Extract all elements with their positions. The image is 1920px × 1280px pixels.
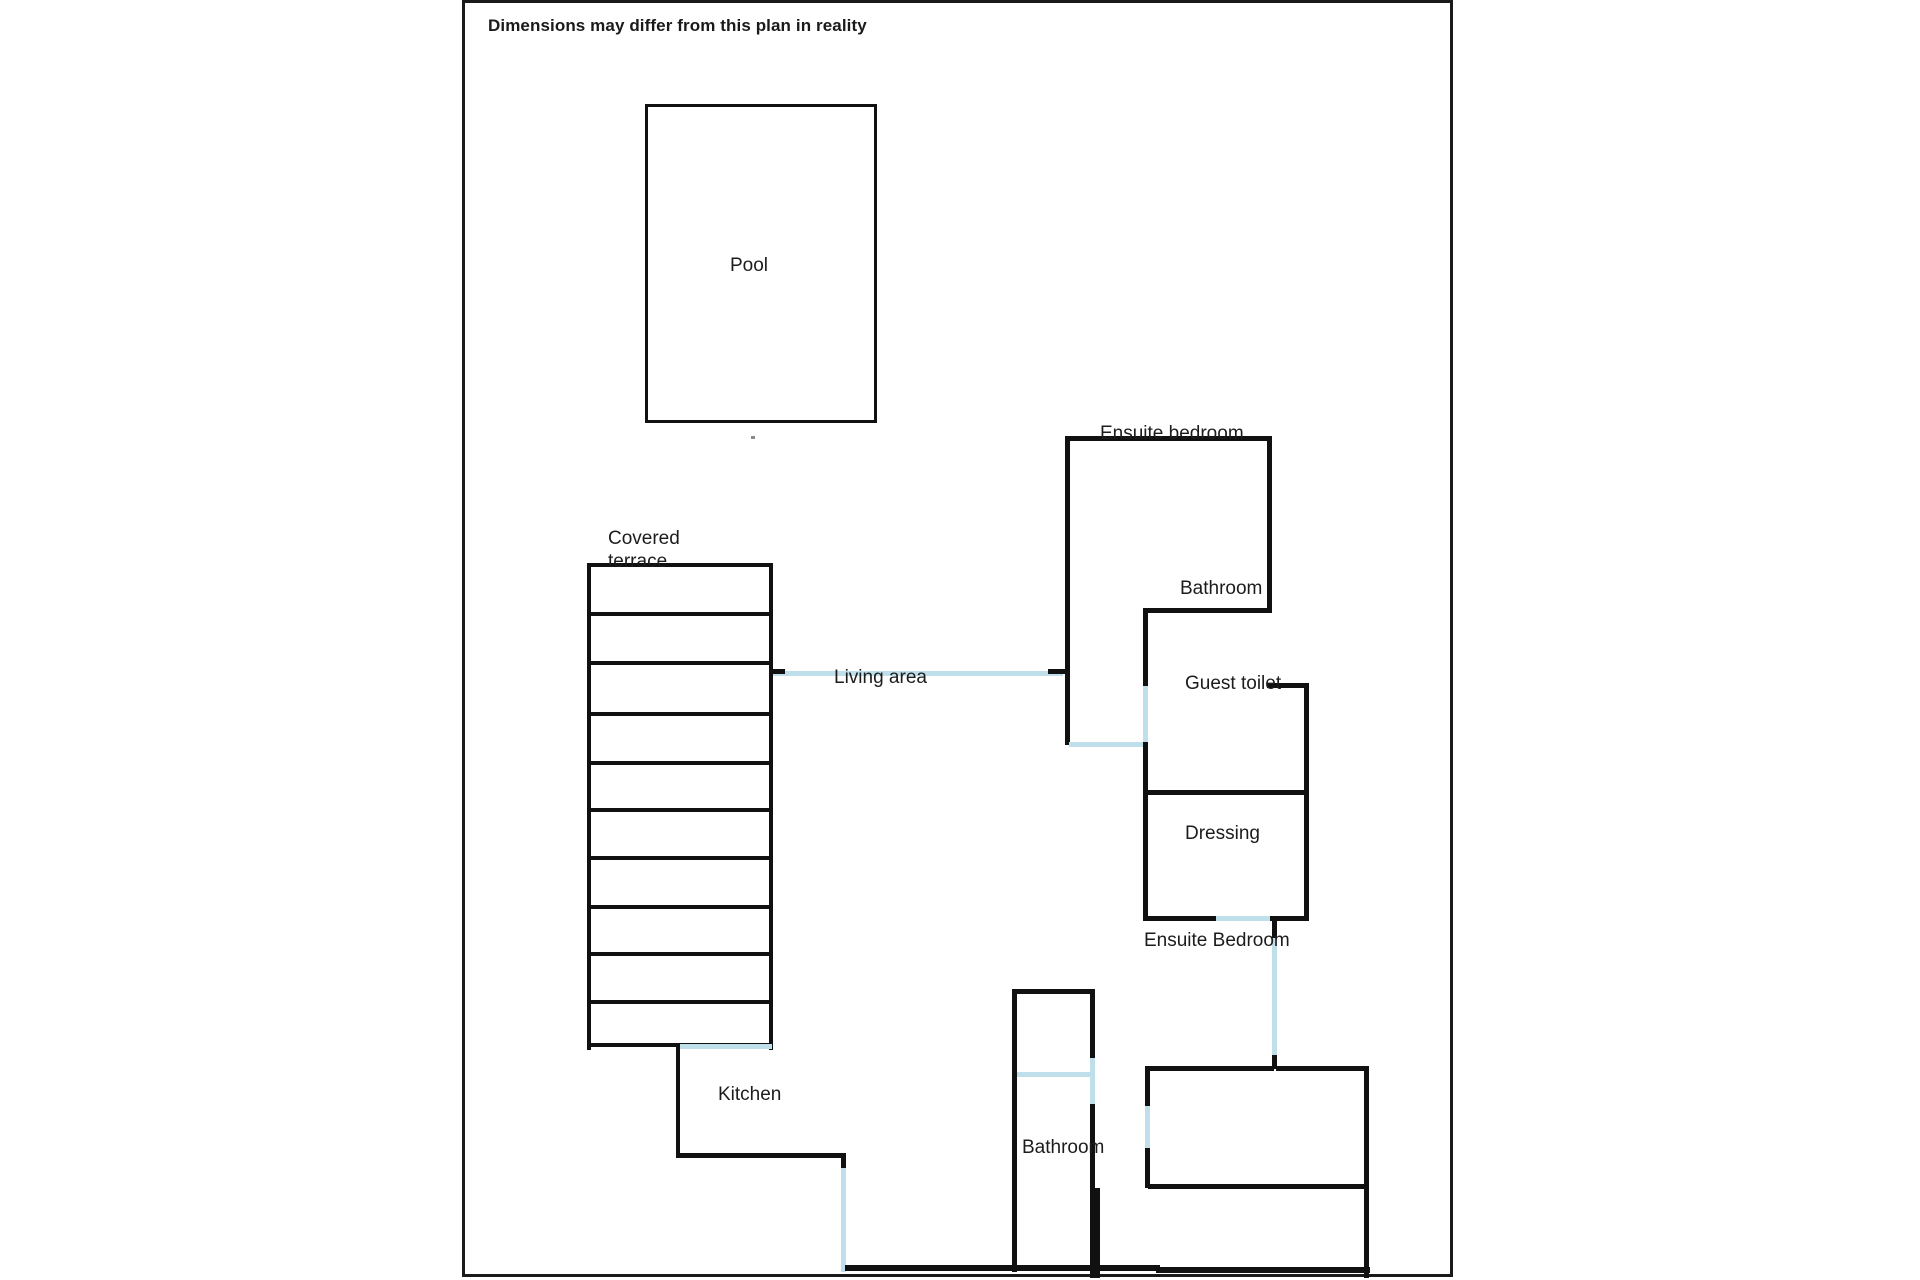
dressing-wall-top-right (1276, 1066, 1369, 1071)
terrace-door-jamb-right (1048, 669, 1066, 674)
dressing-wall-left-bottom (1145, 1148, 1150, 1188)
terrace-wall-top (587, 563, 773, 567)
bathroom-upper-wall-bottom (1143, 790, 1309, 795)
door-kitchen-south (841, 1168, 846, 1272)
terrace-wall-right (769, 563, 773, 1050)
room-label-kitchen: Kitchen (718, 1084, 782, 1105)
door-corridor-guest-toilet-to-dressing (1272, 938, 1277, 1060)
dressing-wall-bottom (1148, 1184, 1369, 1189)
pool-marker-dot (751, 436, 755, 439)
room-label-ensuite-bedroom-lower: Ensuite Bedroom (1144, 930, 1290, 951)
room-label-guest-toilet: Guest toilet (1185, 673, 1282, 694)
terrace-slat-9 (587, 1000, 773, 1004)
corridor-wall-bottom-stub (1272, 1055, 1277, 1069)
ensuite-upper-wall-top (1065, 436, 1272, 441)
ensuite-upper-wall-right (1267, 436, 1272, 612)
bathroom-lower-wall-top (1012, 989, 1094, 994)
kitchen-wall-corner-right (841, 1153, 846, 1171)
room-label-pool: Pool (730, 255, 769, 276)
door-dressing-west (1145, 1106, 1150, 1150)
room-pool-outline (645, 104, 877, 423)
disclaimer-text: Dimensions may differ from this plan in … (488, 16, 867, 35)
dressing-wall-top-left (1145, 1066, 1274, 1071)
guest-toilet-wall-bottom-right (1270, 916, 1309, 921)
door-terrace-to-kitchen (680, 1044, 772, 1049)
bathroom-upper-wall-left-top (1143, 608, 1148, 688)
corridor-wall-top-stub (1272, 919, 1277, 941)
room-label-bathroom-lower: Bathroom (1022, 1137, 1105, 1158)
terrace-slat-7 (587, 905, 773, 909)
terrace-door-jamb-left (769, 669, 785, 674)
terrace-slat-8 (587, 952, 773, 956)
room-label-bathroom-upper: Bathroom (1180, 578, 1263, 599)
ensuite-upper-wall-left-lower (1065, 670, 1070, 745)
bathroom-lower-wall-right-bottom (1090, 1104, 1095, 1278)
room-label-ensuite-bedroom-upper: Ensuite bedroom (1100, 423, 1244, 444)
terrace-slat-6 (587, 856, 773, 860)
dressing-wall-left-top (1145, 1066, 1150, 1108)
kitchen-wall-bottom (676, 1153, 844, 1158)
terrace-slat-1 (587, 612, 773, 616)
door-bathroom-upper-west (1143, 686, 1148, 744)
dressing-wall-right (1364, 1066, 1369, 1188)
door-ensuite-upper-to-bathroom (1069, 742, 1147, 747)
door-bathroom-lower-north (1090, 1058, 1095, 1106)
room-label-living-area: Living area (834, 667, 927, 688)
terrace-wall-left (587, 563, 591, 1050)
guest-toilet-wall-right (1304, 790, 1309, 920)
south-wall-left-segment (845, 1265, 1015, 1271)
ensuite-upper-wall-bottom-right (1145, 608, 1272, 613)
room-label-covered-terrace-line2: terrace (608, 551, 668, 572)
room-label-dressing: Dressing (1185, 823, 1260, 844)
ensuite-upper-wall-left (1065, 436, 1070, 670)
south-wall-center-segment (1012, 1265, 1160, 1271)
kitchen-wall-left (676, 1045, 680, 1157)
terrace-slat-4 (587, 761, 773, 765)
room-label-covered-terrace-line1: Covered (608, 528, 680, 549)
ensuite-lower-wall-right (1364, 1188, 1369, 1278)
bathroom-lower-wall-left (1012, 989, 1017, 1272)
door-terrace-to-living (773, 671, 1063, 676)
guest-toilet-wall-left (1143, 790, 1148, 920)
terrace-slat-2 (587, 661, 773, 665)
plan-sheet (462, 0, 1453, 1277)
door-bathroom-lower-to-dressing (1017, 1072, 1095, 1077)
ensuite-lower-wall-left (1095, 1188, 1100, 1278)
guest-toilet-wall-bottom-left (1143, 916, 1219, 921)
bathroom-upper-wall-step (1267, 683, 1309, 688)
plan-sheet-top-border (462, 0, 1453, 3)
terrace-slat-5 (587, 808, 773, 812)
south-wall-right-segment (1156, 1267, 1370, 1273)
terrace-slat-3 (587, 712, 773, 716)
door-guest-toilet-south (1216, 916, 1274, 921)
bathroom-lower-wall-right-top (1090, 989, 1095, 1060)
bathroom-upper-wall-right (1304, 683, 1309, 855)
